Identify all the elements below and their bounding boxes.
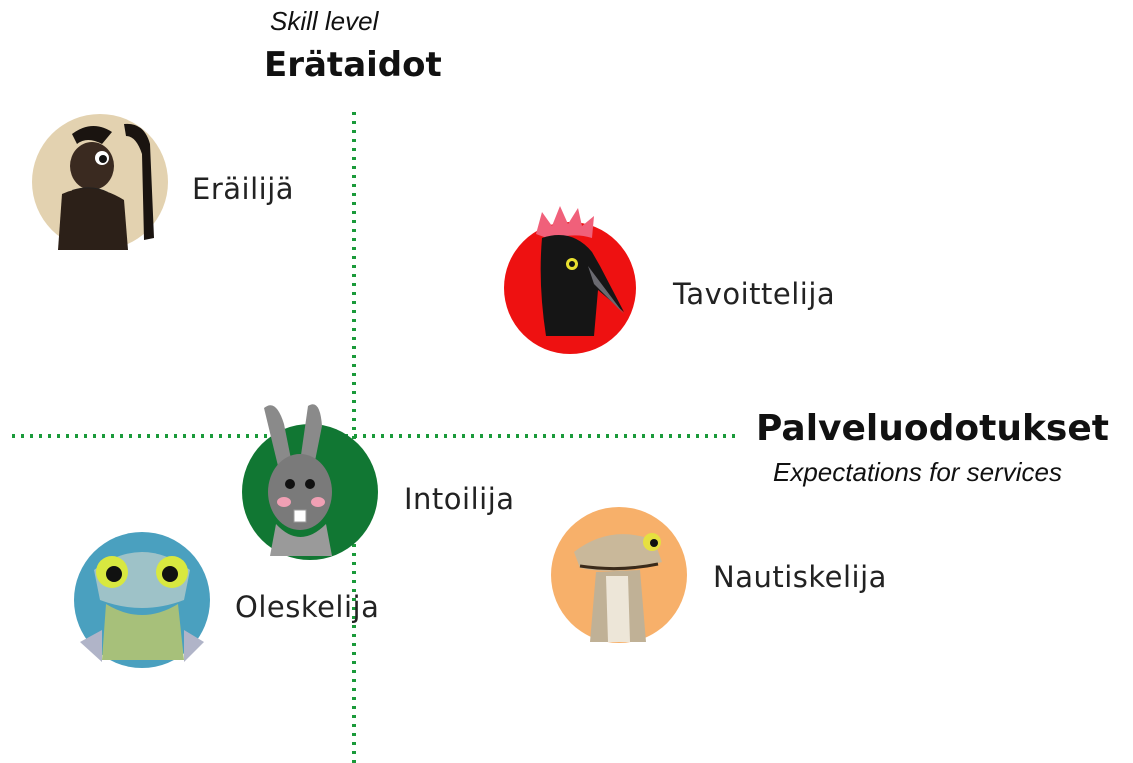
- persona-label-oleskelija: Oleskelija: [235, 590, 380, 624]
- persona-label-erailija: Eräilijä: [192, 172, 295, 206]
- frog-icon: [74, 532, 210, 668]
- y-axis-title: Erätaidot: [264, 45, 442, 85]
- hare-icon: [242, 404, 378, 560]
- ant-icon: [32, 114, 168, 250]
- woodpecker-icon: [504, 206, 636, 354]
- persona-label-nautiskelija: Nautiskelija: [713, 560, 887, 594]
- persona-label-tavoittelija: Tavoittelija: [673, 277, 836, 311]
- x-axis-caption: Expectations for services: [773, 457, 1063, 487]
- x-axis-title: Palveluodotukset: [756, 408, 1109, 449]
- persona-label-intoilija: Intoilija: [404, 482, 515, 516]
- lizard-icon: [551, 507, 687, 643]
- y-axis-caption: Skill level: [270, 6, 379, 36]
